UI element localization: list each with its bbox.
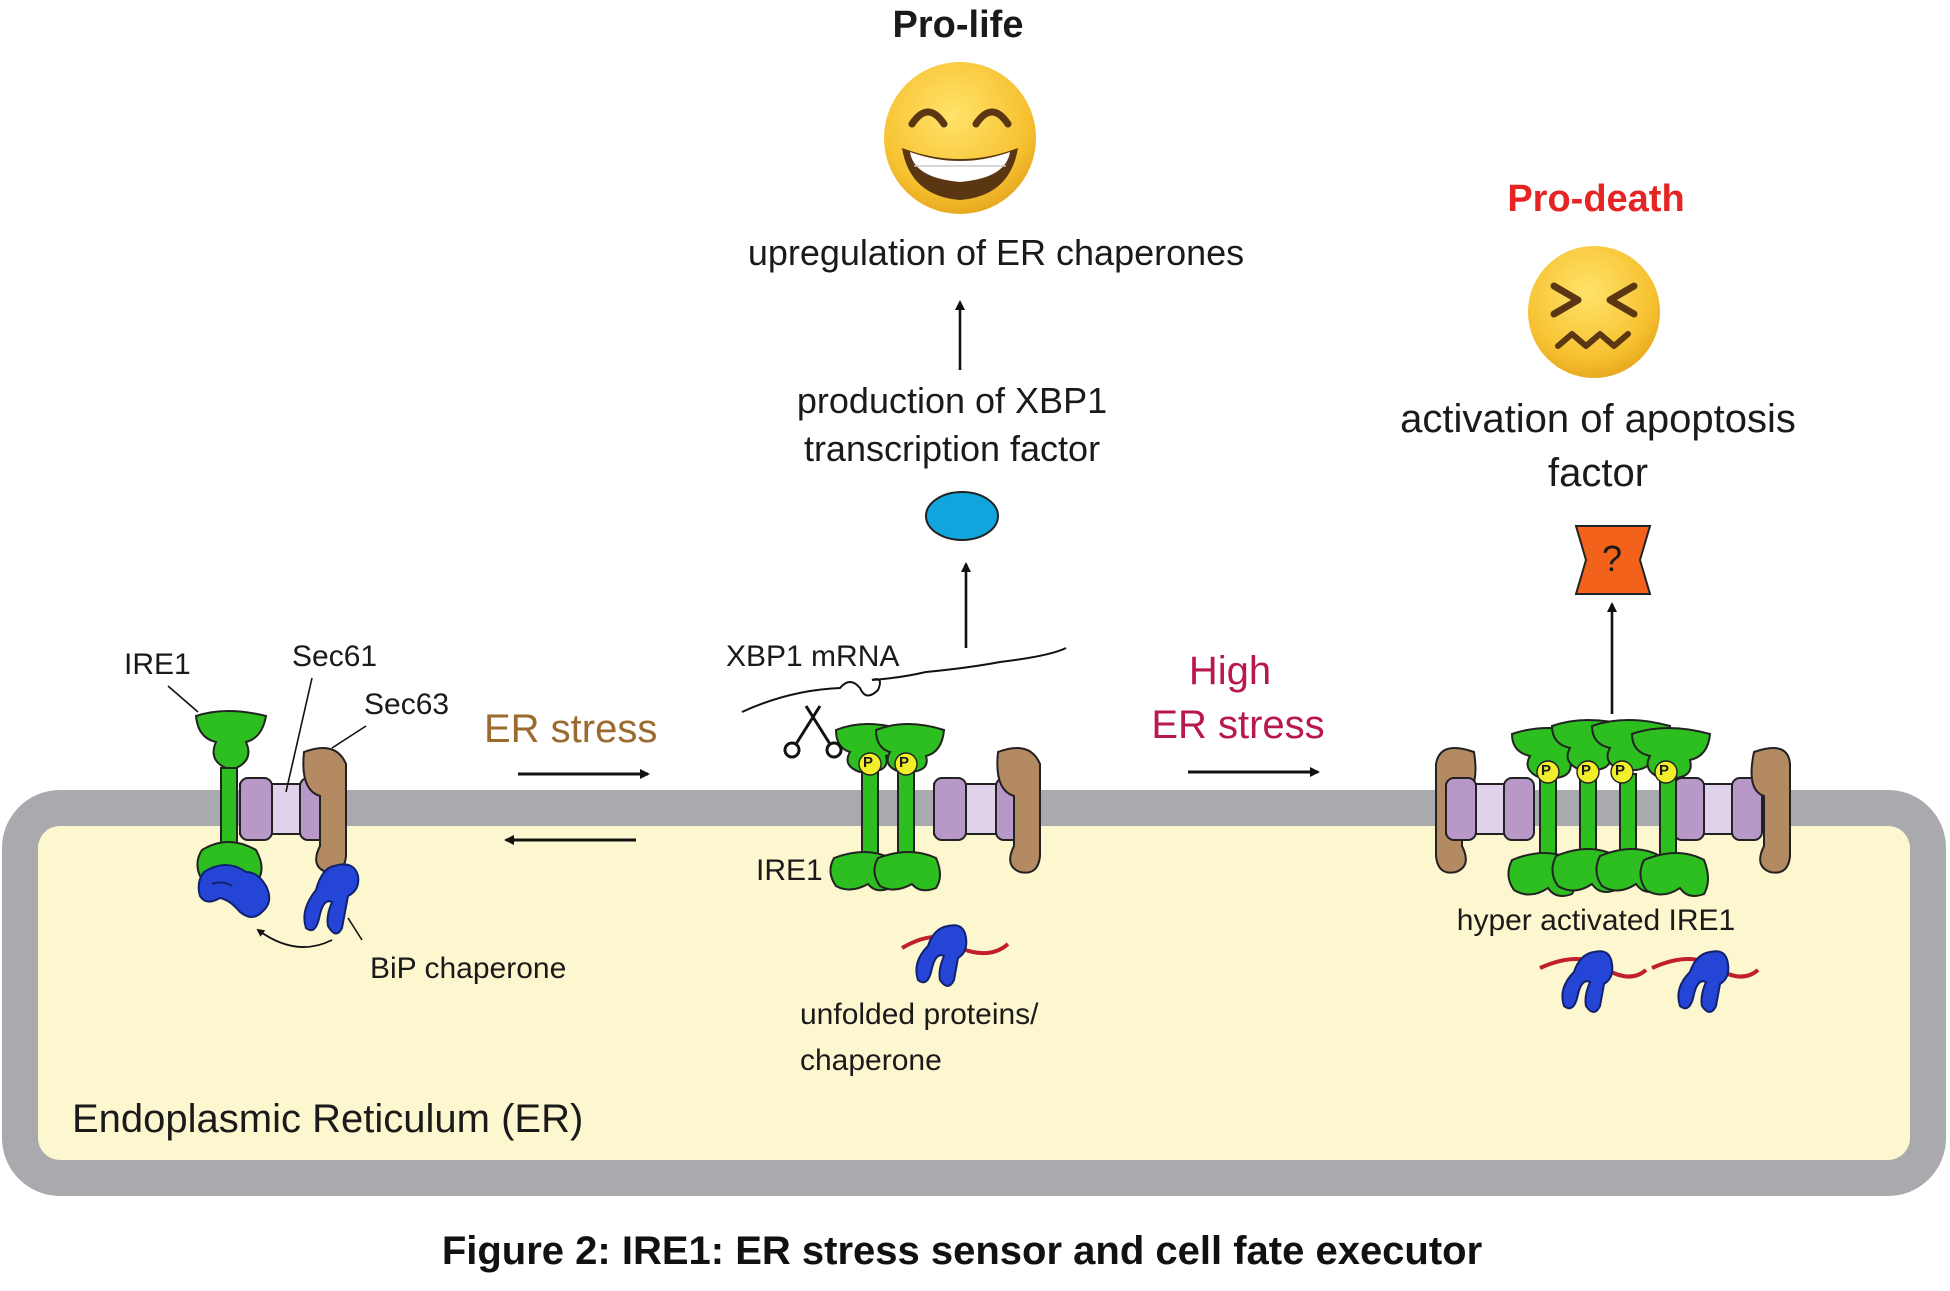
phospho-label-cluster-1: P <box>1541 762 1552 779</box>
pro-life-outcome: upregulation of ER chaperones <box>747 232 1245 273</box>
sec63-protein-right-right <box>1750 747 1791 874</box>
phospho-dot-cluster-4 <box>1654 760 1678 784</box>
xbp1-production-line1: production of XBP1 <box>796 380 1108 421</box>
ire1-luminal-b <box>873 851 941 892</box>
sec61-leader <box>285 677 313 793</box>
ire1-label-middle: IRE1 <box>756 854 823 887</box>
confounded-face-icon <box>1528 246 1660 378</box>
phospho-label-cluster-2: P <box>1581 762 1592 779</box>
phospho-dot-mid-2 <box>894 752 918 776</box>
ire1-label-left: IRE1 <box>124 648 191 681</box>
phospho-dot-cluster-3 <box>1610 760 1634 784</box>
sec61-left-cap <box>239 777 273 841</box>
unknown-factor-mark: ? <box>1601 538 1623 579</box>
sec61-label: Sec61 <box>292 640 378 673</box>
bip-with-unfolded-right-2 <box>1677 950 1730 1013</box>
resting-state-group <box>167 677 367 948</box>
ire1-leader <box>167 685 199 713</box>
sec61-right-group-left-cap1 <box>1445 777 1477 841</box>
unfolded-proteins-line1: unfolded proteins/ <box>800 998 1039 1031</box>
scissors-icon <box>783 705 843 759</box>
xbp1-production-line2: transcription factor <box>803 428 1101 469</box>
high-stress-line1: High <box>1188 649 1272 693</box>
cluster-head-4 <box>1630 727 1712 779</box>
sec61-right-group-right-cap1 <box>1673 777 1705 841</box>
ire1-head-cytosolic <box>194 710 268 769</box>
sec61-left-cap-mid <box>933 777 967 841</box>
bip-free <box>303 863 360 935</box>
ire1-tm-b <box>897 771 915 859</box>
high-stress-line2: ER stress <box>1151 703 1325 747</box>
phospho-dot-cluster-2 <box>1576 760 1600 784</box>
sec61-right-group-right-cap2 <box>1731 777 1763 841</box>
ire1-head-b <box>874 723 946 773</box>
phospho-label-cluster-3: P <box>1615 762 1626 779</box>
phospho-dot-mid-1 <box>858 752 882 776</box>
sec63-label: Sec63 <box>364 688 450 721</box>
xbp1-protein-blob <box>925 491 999 541</box>
bip-rebinding-arrow <box>256 928 333 948</box>
pro-death-heading: Pro-death <box>1507 178 1685 220</box>
cluster-tm-4 <box>1659 773 1677 863</box>
phospho-label-mid-2: P <box>899 754 910 771</box>
pro-life-heading: Pro-life <box>892 4 1024 46</box>
bip-with-unfolded-mid <box>915 924 968 987</box>
pro-death-outcome-line2: factor <box>1547 451 1649 495</box>
figure-caption: Figure 2: IRE1: ER stress sensor and cel… <box>441 1229 1483 1273</box>
xbp1-mrna-label: XBP1 mRNA <box>726 640 900 673</box>
grinning-face-icon <box>884 62 1036 214</box>
phospho-label-mid-1: P <box>863 754 874 771</box>
ire1-transmembrane <box>220 767 238 851</box>
sec63-protein-mid <box>996 747 1041 874</box>
apoptosis-factor-banner <box>1574 525 1652 595</box>
unfolded-proteins-line2: chaperone <box>800 1044 942 1077</box>
hyper-activated-label: hyper activated IRE1 <box>1456 904 1736 937</box>
sec61-right-group-left-cap2 <box>1503 777 1535 841</box>
er-compartment-label: Endoplasmic Reticulum (ER) <box>72 1097 584 1141</box>
xbp1-mrna <box>741 647 1067 713</box>
bip-chaperone-label: BiP chaperone <box>370 952 567 985</box>
bip-with-unfolded-right-1 <box>1561 950 1614 1013</box>
cluster-tm-1 <box>1539 773 1557 863</box>
er-lumen <box>38 826 1910 1160</box>
cluster-luminal-4 <box>1639 852 1709 897</box>
activated-dimer-group <box>741 300 1067 987</box>
bip-leader <box>347 917 363 941</box>
sec63-leader <box>331 725 367 749</box>
bip-bound-to-ire1 <box>197 864 271 918</box>
pro-death-outcome-line1: activation of apoptosis <box>1400 397 1796 441</box>
phospho-label-cluster-4: P <box>1659 762 1670 779</box>
phospho-dot-cluster-1 <box>1536 760 1560 784</box>
hyperactivated-group <box>1435 525 1791 1013</box>
er-stress-label: ER stress <box>484 707 658 751</box>
ire1-tm-a <box>861 771 879 859</box>
